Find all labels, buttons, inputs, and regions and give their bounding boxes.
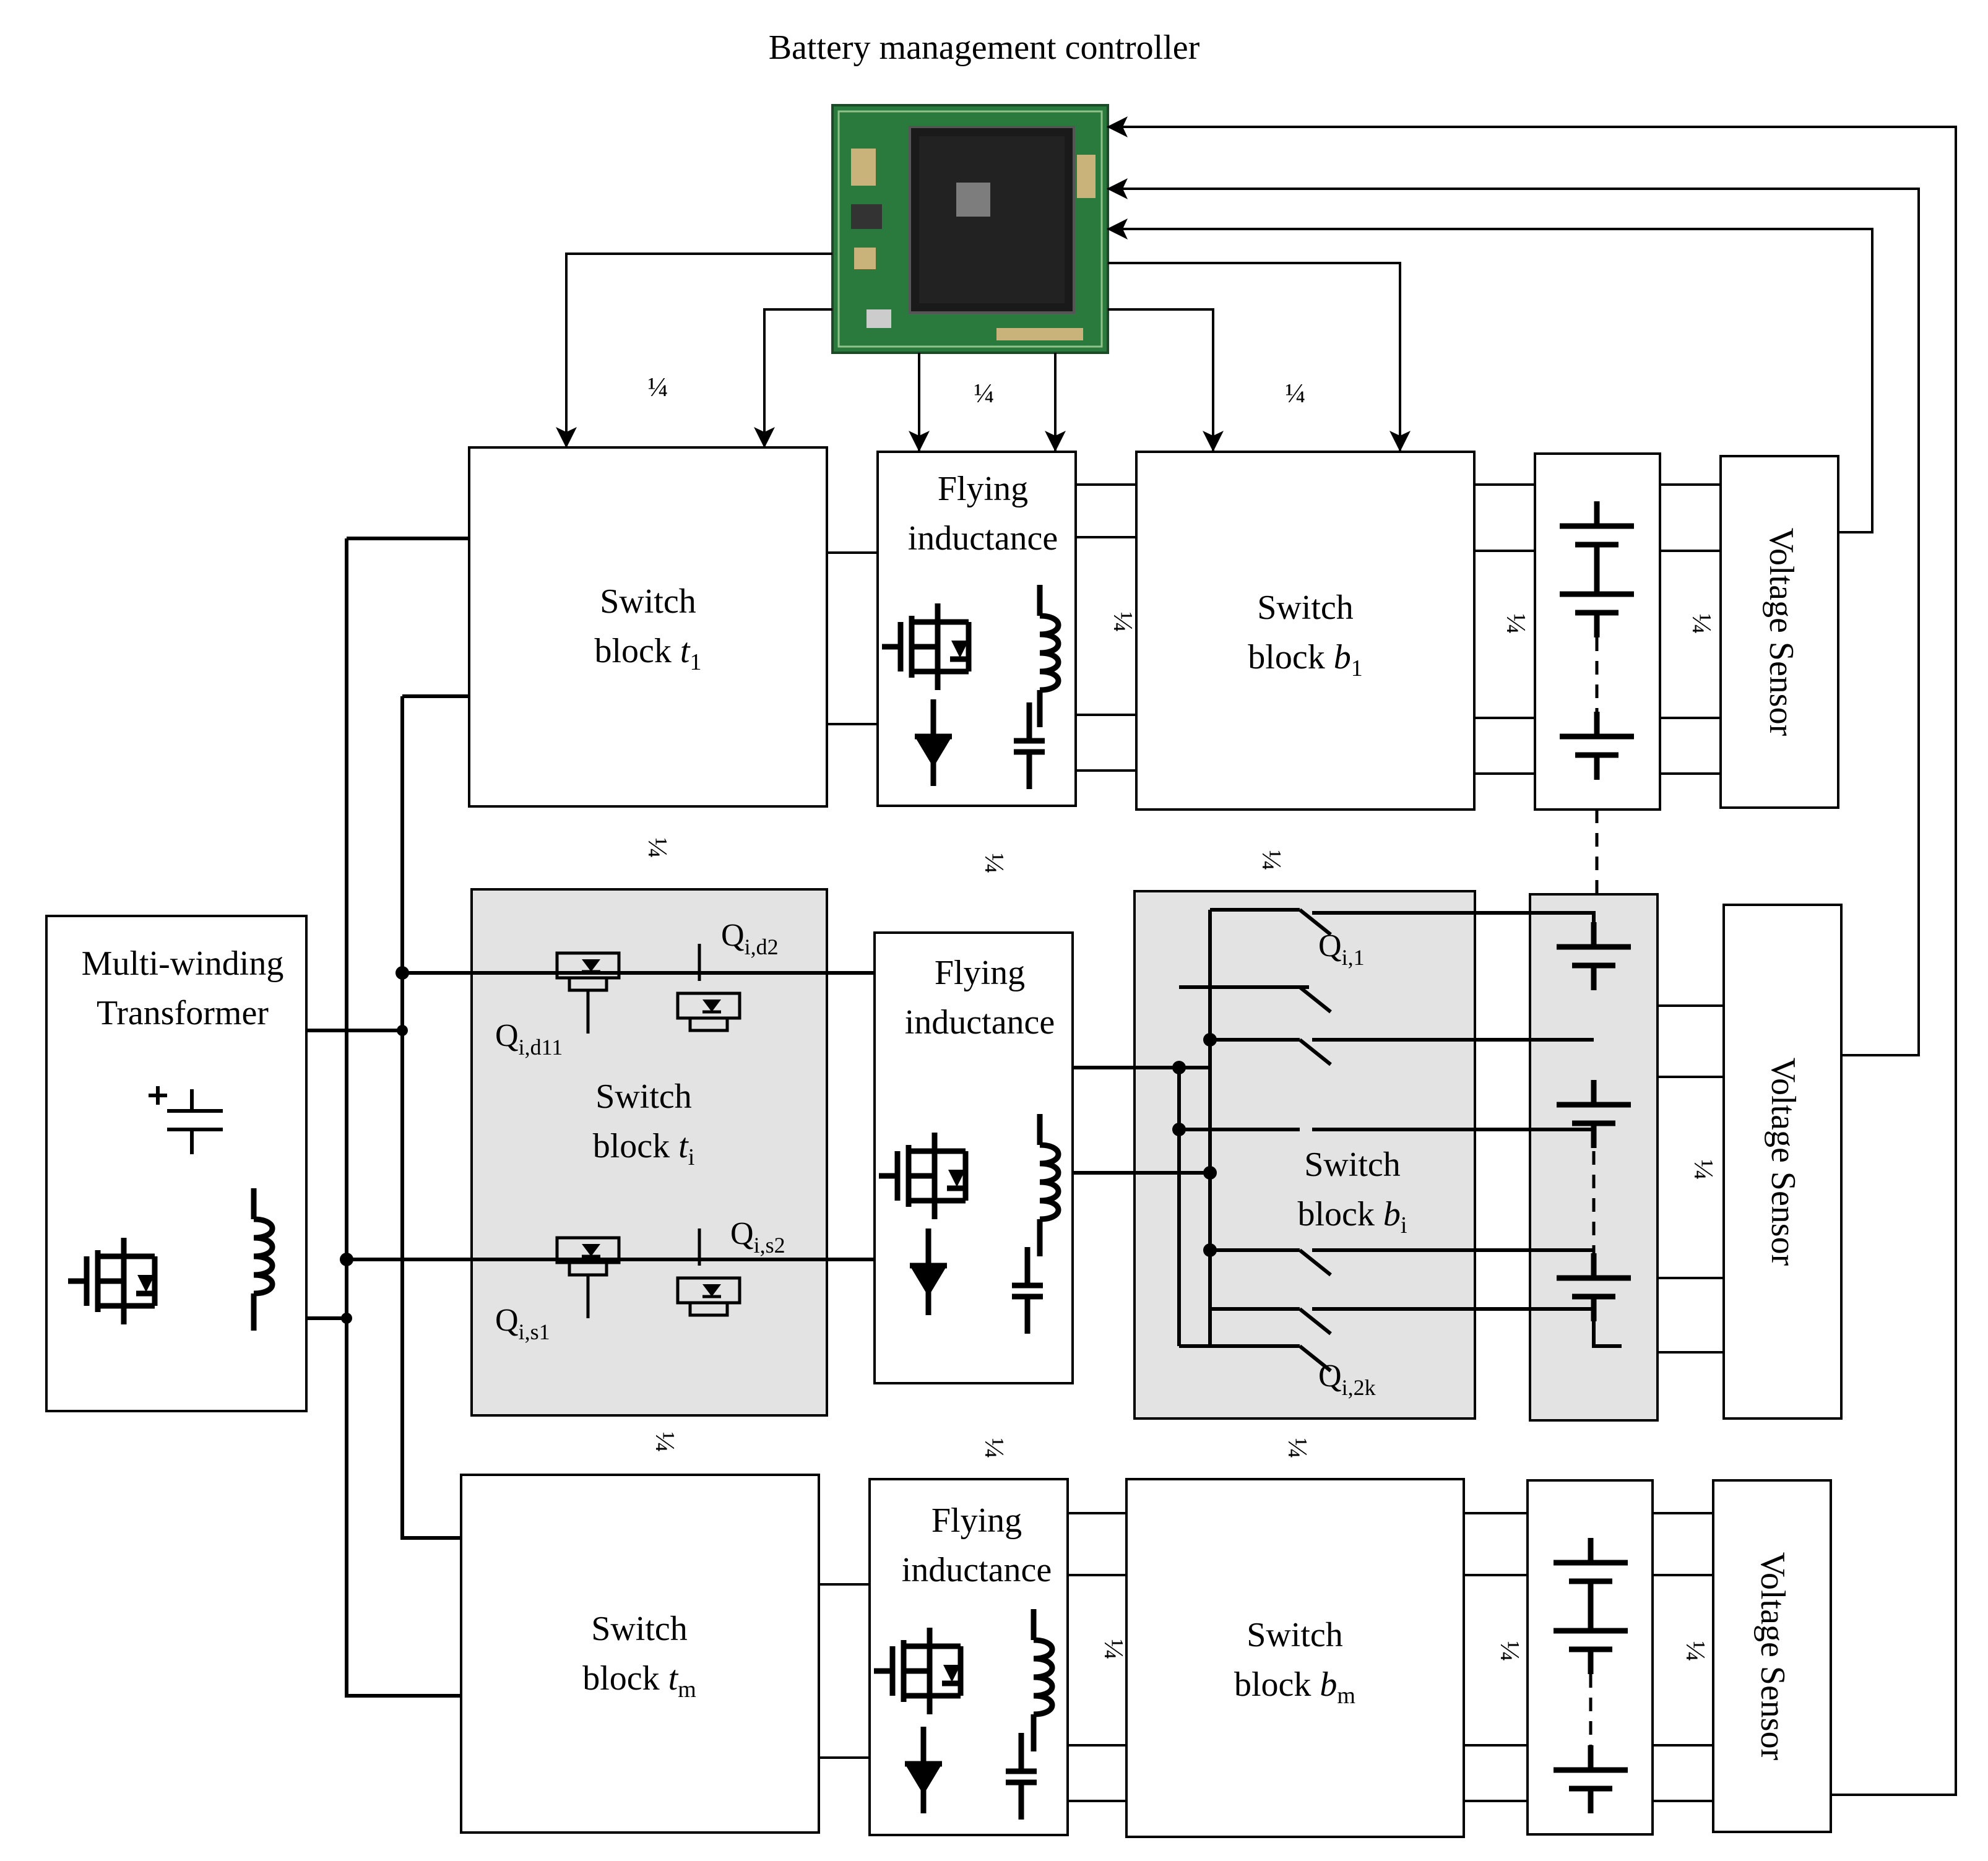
fraction-mark: ¼	[648, 372, 668, 402]
fraction-mark: ¼	[979, 853, 1009, 874]
fraction-mark: ¼	[1687, 614, 1717, 634]
fraction-mark: ¼	[1501, 614, 1531, 634]
switch-block-t1	[468, 446, 828, 808]
voltage-sensor-middle	[1722, 904, 1843, 1420]
switch-block-tm	[460, 1474, 820, 1834]
fraction-mark: ¼	[1099, 1639, 1129, 1660]
controller-board	[831, 104, 1109, 354]
switch-block-bm-line1: Switch	[1247, 1616, 1343, 1654]
switch-block-bi-line2: block bi	[1298, 1195, 1407, 1238]
fraction-mark: ¼	[1256, 850, 1287, 871]
fraction-mark: ¼	[1108, 612, 1138, 633]
flying-inductance-top-line1: Flying	[938, 470, 1028, 508]
fraction-mark: ¼	[650, 1432, 680, 1453]
voltage-sensor-top-label: Voltage Sensor	[1762, 528, 1800, 736]
voltage-sensor-top	[1719, 455, 1839, 809]
fraction-mark: ¼	[974, 378, 995, 408]
controller-title: Battery management controller	[769, 28, 1200, 67]
label-q-1: Qi,1	[1318, 928, 1365, 970]
flying-inductance-top-line2: inductance	[908, 519, 1058, 558]
fraction-mark: ¼	[1282, 1438, 1313, 1459]
switch-block-b1	[1135, 451, 1476, 811]
fraction-marks: ¼ ¼ ¼ ¼ ¼ ¼ ¼ ¼ ¼ ¼ ¼ ¼ ¼ ¼ ¼ ¼	[642, 372, 1719, 1662]
transformer-label-line1: Multi-winding	[82, 944, 284, 983]
fraction-mark: ¼	[979, 1438, 1009, 1459]
transformer-capacitor-symbol	[149, 1086, 223, 1154]
fraction-mark: ¼	[1680, 1641, 1711, 1662]
fraction-mark: ¼	[1495, 1641, 1525, 1662]
switch-block-b1-line2: block b1	[1248, 638, 1362, 681]
label-q-d2: Qi,d2	[721, 918, 779, 959]
fraction-mark: ¼	[1688, 1160, 1719, 1180]
voltage-sensor-middle-label: Voltage Sensor	[1764, 1058, 1802, 1266]
switch-block-tm-line2: block tm	[582, 1659, 696, 1703]
transformer-label-line2: Transformer	[97, 994, 269, 1032]
switch-block-t1-line1: Switch	[600, 582, 696, 621]
transformer-box	[45, 915, 308, 1412]
switch-block-ti-line1: Switch	[595, 1077, 692, 1116]
switch-block-bm-line2: block bm	[1234, 1665, 1355, 1709]
label-q-s1: Qi,s1	[495, 1303, 550, 1344]
wiring	[306, 116, 1957, 1802]
switch-block-tm-line1: Switch	[591, 1610, 688, 1648]
switch-block-ti	[470, 888, 828, 1417]
flying-inductance-middle-line1: Flying	[935, 954, 1025, 992]
voltage-sensor-bottom-label: Voltage Sensor	[1753, 1552, 1792, 1761]
switch-block-bi	[1133, 890, 1476, 1420]
flying-inductance-middle-line2: inductance	[905, 1003, 1055, 1042]
switch-block-t1-line2: block t1	[595, 632, 702, 675]
switch-block-ti-line2: block ti	[593, 1127, 695, 1170]
label-q-d11: Qi,d11	[495, 1018, 563, 1060]
switch-block-b1-line1: Switch	[1257, 589, 1354, 627]
flying-inductance-middle	[873, 931, 1074, 1384]
flying-inductance-bottom-line1: Flying	[931, 1501, 1022, 1540]
fraction-mark: ¼	[1286, 378, 1306, 408]
flying-inductance-bottom-line2: inductance	[902, 1551, 1052, 1589]
fraction-mark: ¼	[642, 838, 673, 858]
switch-block-bi-line1: Switch	[1304, 1146, 1401, 1184]
switch-block-bm	[1125, 1478, 1465, 1838]
voltage-sensor-bottom	[1712, 1479, 1832, 1833]
label-q-s2: Qi,s2	[730, 1216, 785, 1258]
